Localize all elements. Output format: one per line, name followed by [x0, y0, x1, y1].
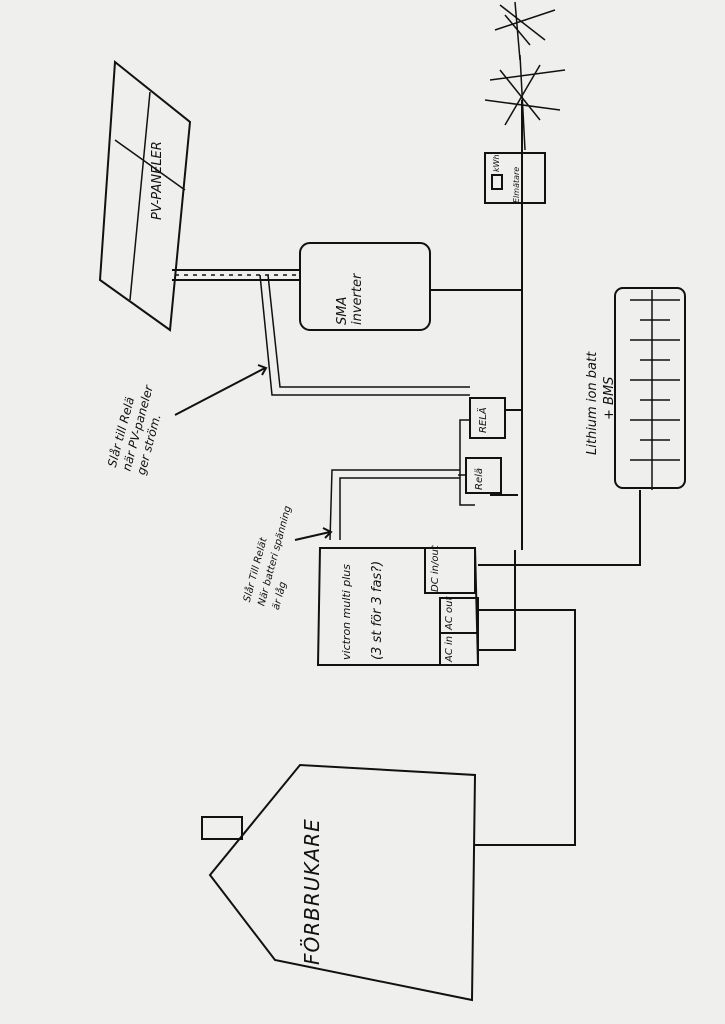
electricity-meter-box [484, 152, 546, 204]
battery-bms-label: + BMS [602, 376, 617, 420]
note-arrow [294, 527, 333, 541]
power-pylon-icon [484, 1, 566, 151]
ac-grid-line [430, 100, 523, 550]
dc-cable [172, 269, 470, 541]
pv-panels-label: PV-PANELER [150, 141, 165, 220]
consumer-label: FÖRBRUKARE [300, 818, 324, 965]
dc-port-label: DC in/out [430, 545, 441, 592]
consumer-house [208, 763, 477, 1002]
note-arrow [174, 364, 268, 416]
victron-note: (3 st för 3 fas?) [370, 560, 385, 660]
relay-2-label: Relä [474, 467, 485, 490]
ac-in-port-label: AC in [444, 635, 455, 662]
victron-label: victron multi plus [340, 564, 353, 660]
battery-label: Lithium ion batt [585, 351, 600, 455]
lithium-battery-box [614, 287, 686, 489]
pv-panel-array [98, 60, 192, 332]
sma-inverter-box [299, 242, 431, 331]
meter-display [491, 174, 503, 190]
meter-kwh-label: kWh [492, 154, 501, 172]
ac-out-port-label: AC out [444, 596, 455, 630]
battery-cells [630, 290, 680, 490]
relay-1-box [469, 397, 506, 439]
relay-1-label: RELÄ [478, 407, 489, 433]
inverter-label: SMA inverter [335, 273, 365, 325]
meter-label: Elmätare [512, 166, 521, 203]
dc-port-box [424, 547, 476, 594]
